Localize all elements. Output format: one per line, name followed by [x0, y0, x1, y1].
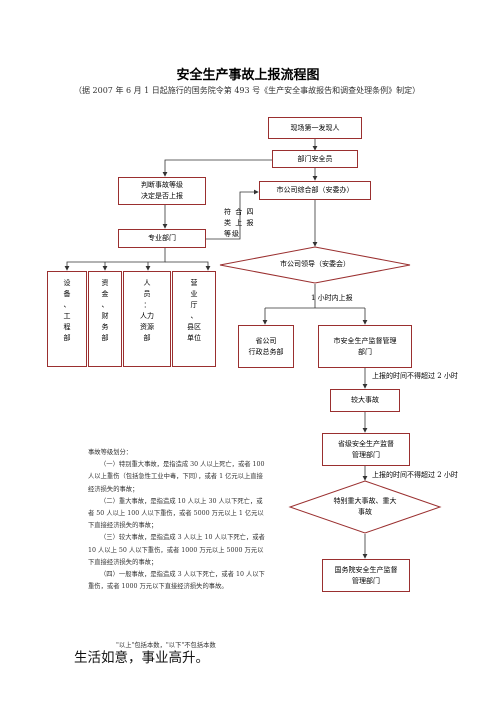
- leader-decision-diamond: [219, 246, 411, 284]
- notes-item-1: （一）特别重大事故，是指造成 30 人以上死亡，或者 100 人以上重伤（包括急…: [88, 461, 265, 493]
- professional-dept-box: 专业部门: [118, 229, 206, 248]
- notes-heading: 事故等级划分：: [88, 449, 133, 456]
- meets-level-label: 符 合 四 类 上 报 等级: [224, 208, 255, 238]
- equipment-dept-box: 设 备 、 工 程 部: [47, 271, 87, 367]
- major-accident-box: 较大事故: [330, 389, 400, 412]
- business-hall-label: 营 业 厅 、 县区 单位: [187, 279, 201, 342]
- hr-dept-box: 人 员 ： 人力 资源 部: [123, 271, 171, 367]
- slogan: 生活如意，事业高升。: [74, 650, 209, 666]
- notes-item-4: （四）一般事故，是指造成 3 人以下死亡，或者 10 人以下重伤，或者 1000…: [88, 571, 265, 591]
- company-leader-label: 市公司领导（安委会）: [280, 260, 350, 268]
- hr-dept-label: 人 员 ： 人力 资源 部: [140, 279, 154, 342]
- business-hall-box: 营 业 厅 、 县区 单位: [172, 271, 216, 367]
- state-safety-box: 国务院安全生产监督 管理部门: [322, 559, 410, 592]
- city-safety-supervision-box: 市安全生产监督管理 部门: [318, 325, 412, 368]
- page-title: 安全生产事故上报流程图: [176, 68, 320, 83]
- provincial-safety-box: 省级安全生产监督 管理部门: [322, 433, 410, 466]
- dept-safety-officer-box: 部门安全员: [272, 150, 358, 168]
- footnote: "以上"包括本数，"以下"不包括本数: [116, 642, 216, 649]
- notes-item-3: （三）较大事故，是指造成 3 人以上 10 人以下死亡，或者 10 人以上 50…: [88, 534, 265, 566]
- serious-accident-label: 特别重大事故、重大 事故: [333, 497, 397, 516]
- finance-dept-label: 资 金 、 财 务 部: [101, 279, 109, 342]
- regulation-subtitle: （据 2007 年 6 月 1 日起施行的国务院令第 493 号《生产安全事故报…: [74, 86, 421, 95]
- finance-dept-box: 资 金 、 财 务 部: [88, 271, 122, 367]
- time-limit-label-2: 上报的时间不得超过 2 小时: [372, 471, 458, 479]
- equipment-dept-label: 设 备 、 工 程 部: [63, 279, 71, 342]
- within-one-hour-label: 1 小时内上报: [311, 294, 353, 302]
- provincial-office-box: 省公司 行政总务部: [238, 325, 294, 368]
- notes-item-2: （二）重大事故，是指造成 10 人以上 30 人以下死亡，或者 50 人以上 1…: [88, 497, 264, 530]
- judge-level-box: 判断事故等级 决定是否上报: [118, 177, 206, 205]
- time-limit-label-1: 上报的时间不得超过 2 小时: [372, 372, 458, 380]
- accident-level-notes: 事故等级划分： （一）特别重大事故，是指造成 30 人以上死亡，或者 100 人…: [88, 447, 268, 593]
- serious-accident-diamond: [288, 480, 442, 534]
- witness-box: 现场第一发现人: [268, 117, 362, 139]
- company-office-box: 市公司综合部（安委办）: [259, 181, 371, 200]
